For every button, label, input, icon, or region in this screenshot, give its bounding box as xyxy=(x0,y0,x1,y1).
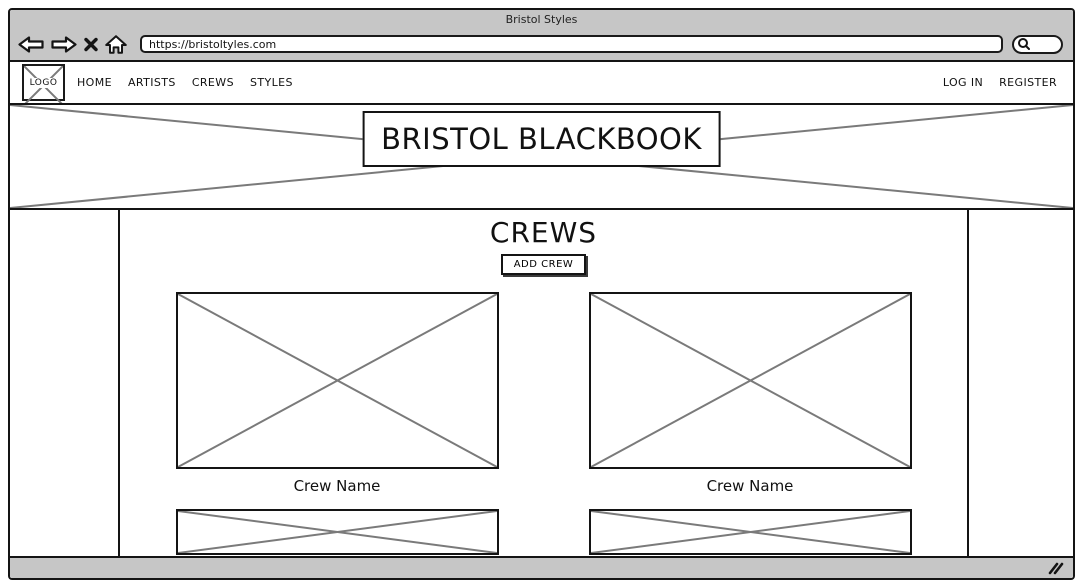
page-title: CREWS xyxy=(489,216,598,249)
crew-image-placeholder[interactable] xyxy=(175,292,499,469)
back-arrow-icon xyxy=(18,35,44,53)
nav-item-artists[interactable]: ARTISTS xyxy=(127,76,176,89)
site-title: BRISTOL BLACKBOOK xyxy=(381,122,702,156)
browser-window: Bristol Styles xyxy=(8,8,1075,580)
image-placeholder-x-icon xyxy=(591,294,910,467)
stop-x-icon xyxy=(84,37,98,51)
status-bar xyxy=(10,556,1073,578)
content-area: CREWS ADD CREW Crew Name xyxy=(10,210,1073,556)
crew-cards-row: Crew Name Crew Name xyxy=(175,292,912,495)
register-link[interactable]: REGISTER xyxy=(999,76,1057,89)
site-title-box: BRISTOL BLACKBOOK xyxy=(362,111,721,167)
crew-name: Crew Name xyxy=(706,477,794,495)
nav-item-styles[interactable]: STYLES xyxy=(249,76,293,89)
crew-card: Crew Name xyxy=(588,292,912,495)
crew-cards-row-partial xyxy=(175,509,912,555)
home-button[interactable] xyxy=(105,34,127,54)
stop-button[interactable] xyxy=(84,37,98,52)
image-placeholder-x-icon xyxy=(178,511,497,553)
auth-links: LOG IN REGISTER xyxy=(943,76,1057,89)
nav-item-home[interactable]: HOME xyxy=(77,76,112,89)
site-navbar: LOGO HOME ARTISTS CREWS STYLES LOG IN RE… xyxy=(10,62,1073,103)
crew-image-placeholder[interactable] xyxy=(588,292,912,469)
right-margin-column xyxy=(967,210,1073,556)
add-crew-button[interactable]: ADD CREW xyxy=(500,254,587,275)
image-placeholder-x-icon xyxy=(591,511,910,553)
forward-arrow-icon xyxy=(51,35,77,53)
nav-item-crews[interactable]: CREWS xyxy=(191,76,234,89)
window-title: Bristol Styles xyxy=(505,12,578,26)
logo-label: LOGO xyxy=(28,77,59,88)
home-icon xyxy=(105,34,127,54)
forward-button[interactable] xyxy=(51,35,77,53)
left-margin-column xyxy=(10,210,120,556)
crew-card: Crew Name xyxy=(175,292,499,495)
search-button[interactable] xyxy=(1012,34,1063,54)
crew-name: Crew Name xyxy=(293,477,381,495)
hero-banner-placeholder: BRISTOL BLACKBOOK xyxy=(10,103,1073,210)
browser-toolbar xyxy=(10,28,1073,62)
crew-image-placeholder[interactable] xyxy=(175,509,499,555)
resize-handle-icon[interactable] xyxy=(1048,562,1064,575)
back-button[interactable] xyxy=(18,35,44,53)
login-link[interactable]: LOG IN xyxy=(942,76,984,89)
crew-image-placeholder[interactable] xyxy=(588,509,912,555)
window-title-bar: Bristol Styles xyxy=(10,10,1073,28)
image-placeholder-x-icon xyxy=(178,294,497,467)
url-input[interactable] xyxy=(140,35,1003,53)
magnifier-icon xyxy=(1018,38,1030,50)
nav-links: HOME ARTISTS CREWS STYLES xyxy=(77,76,293,89)
crews-panel: CREWS ADD CREW Crew Name xyxy=(120,210,967,556)
logo[interactable]: LOGO xyxy=(22,64,65,101)
